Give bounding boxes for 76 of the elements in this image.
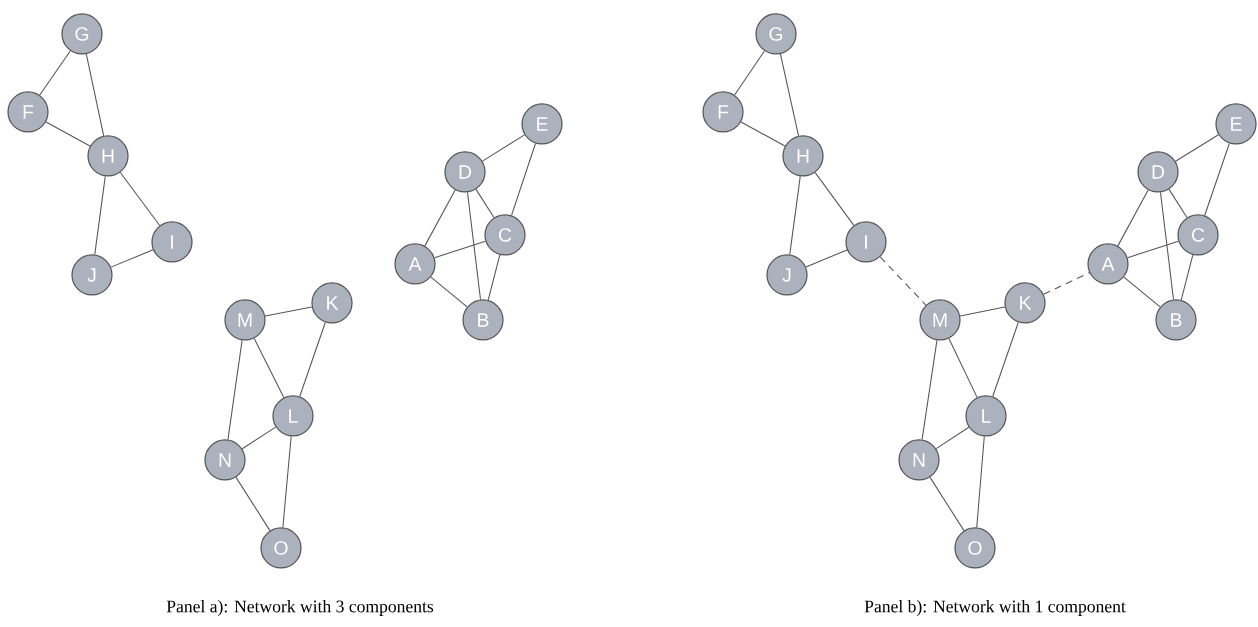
- graph-node: E: [1215, 103, 1257, 145]
- edge: [253, 337, 285, 399]
- graph-node: L: [272, 395, 314, 437]
- graph-node: D: [1137, 151, 1179, 193]
- edge: [1127, 240, 1179, 259]
- graph-node: D: [444, 151, 486, 193]
- edge: [1180, 254, 1194, 301]
- graph-node: J: [71, 254, 113, 296]
- edge: [929, 476, 965, 532]
- edge: [299, 321, 326, 398]
- graph-node: N: [204, 439, 246, 481]
- edge: [511, 143, 536, 216]
- graph-node: F: [702, 91, 744, 133]
- edge: [1204, 142, 1230, 216]
- graph-node: C: [1177, 214, 1219, 256]
- graph-node: A: [394, 243, 436, 285]
- graph-node: L: [965, 395, 1007, 437]
- edge: [1159, 191, 1175, 301]
- edge: [805, 249, 848, 268]
- edge: [481, 134, 526, 162]
- graph-node: J: [766, 254, 808, 296]
- edge: [1117, 189, 1149, 247]
- edge: [424, 189, 456, 247]
- edge: [959, 306, 1006, 317]
- graph-node: M: [919, 299, 961, 341]
- graph-node: G: [61, 13, 103, 55]
- graph-node: F: [7, 91, 49, 133]
- graph-node: G: [755, 13, 797, 55]
- graph-node: B: [462, 299, 504, 341]
- edge: [430, 276, 468, 308]
- edge: [39, 50, 71, 96]
- edge: [935, 426, 970, 450]
- edge: [434, 240, 486, 259]
- graph-node: E: [521, 103, 563, 145]
- edge: [789, 175, 801, 256]
- graph-node: O: [260, 527, 302, 569]
- edge: [241, 426, 277, 450]
- edge: [814, 172, 855, 226]
- graph-node: I: [845, 221, 887, 263]
- edge: [487, 254, 501, 301]
- edge: [45, 121, 91, 147]
- panel-caption: Panel b): Network with 1 component: [864, 600, 1126, 616]
- panel-caption: Panel a): Network with 3 components: [166, 600, 434, 616]
- edge: [976, 436, 985, 528]
- edge: [235, 476, 271, 532]
- edge: [921, 339, 938, 441]
- edge: [110, 249, 154, 268]
- edge: [948, 338, 978, 398]
- edge: [466, 191, 482, 301]
- edge: [740, 121, 786, 147]
- graph-node: O: [954, 527, 996, 569]
- edge: [734, 50, 765, 96]
- graph-node: N: [898, 439, 940, 481]
- edge: [119, 172, 161, 226]
- graph-node: A: [1087, 243, 1129, 285]
- graph-node: K: [311, 282, 353, 324]
- graph-node: H: [782, 135, 824, 177]
- graph-node: I: [151, 221, 193, 263]
- edge: [992, 321, 1019, 398]
- edge: [1168, 188, 1188, 219]
- edge: [85, 53, 105, 137]
- dashed-edge: [879, 256, 927, 306]
- edge: [282, 436, 292, 528]
- graph-node: C: [484, 214, 526, 256]
- edge: [475, 188, 495, 219]
- edge: [1175, 134, 1219, 162]
- graph-node: K: [1004, 282, 1046, 324]
- graph-node: M: [224, 299, 266, 341]
- edge: [779, 53, 800, 137]
- dashed-edge: [1043, 272, 1090, 295]
- edge: [264, 306, 313, 317]
- graph-node: H: [87, 135, 129, 177]
- edge: [227, 339, 243, 441]
- edge: [1123, 276, 1161, 308]
- graph-node: B: [1155, 299, 1197, 341]
- edge: [94, 175, 106, 256]
